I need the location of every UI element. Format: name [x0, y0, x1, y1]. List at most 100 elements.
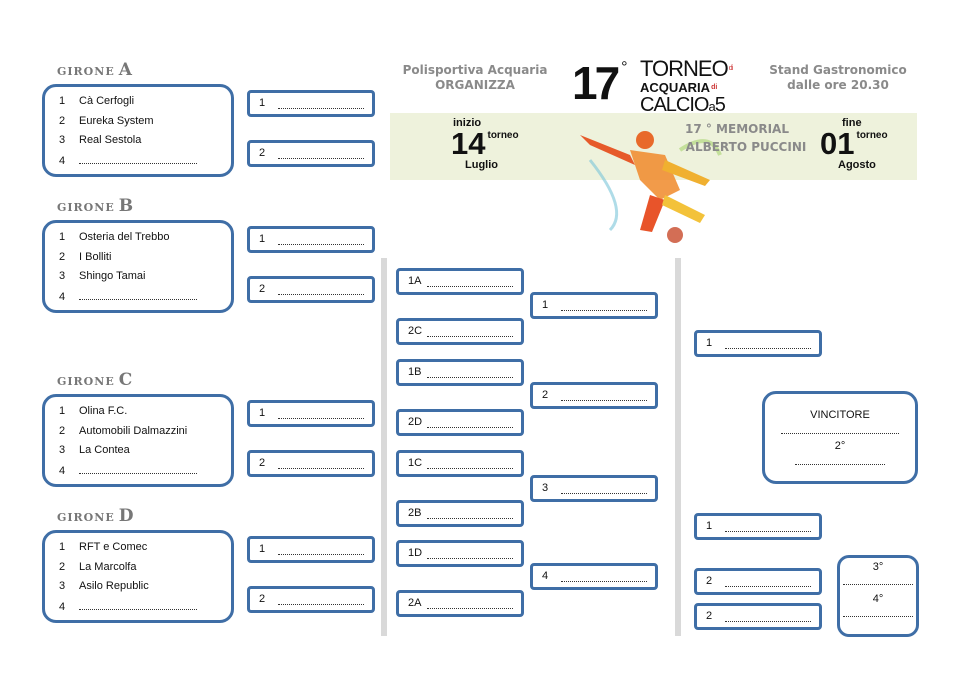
- divider-left: [381, 258, 387, 636]
- slot-label: 1: [259, 543, 266, 555]
- team-blank-field[interactable]: [79, 154, 197, 164]
- team-name: Eureka System: [79, 114, 154, 127]
- slot-blank-field[interactable]: [427, 368, 513, 378]
- slot-blank-field[interactable]: [278, 149, 364, 159]
- group-first-slot[interactable]: 1: [247, 536, 375, 563]
- slot-blank-field[interactable]: [427, 327, 513, 337]
- team-number: 3: [59, 580, 66, 592]
- quarterfinal-slot[interactable]: 2D: [396, 409, 524, 436]
- quarterfinal-slot[interactable]: 2A: [396, 590, 524, 617]
- group-second-slot[interactable]: 2: [247, 586, 375, 613]
- slot-blank-field[interactable]: [278, 99, 364, 109]
- group-first-slot[interactable]: 1: [247, 400, 375, 427]
- final-podium-box: VINCITORE 2°: [762, 391, 918, 484]
- group-label: GIRONE: [57, 65, 115, 78]
- group-letter: C: [118, 370, 134, 390]
- divider-right: [675, 258, 681, 636]
- second-field[interactable]: [795, 455, 885, 465]
- slot-blank-field[interactable]: [725, 612, 811, 622]
- team-blank-field[interactable]: [79, 600, 197, 610]
- slot-blank-field[interactable]: [427, 459, 513, 469]
- team-name: Olina F.C.: [79, 405, 128, 417]
- team-blank-field[interactable]: [79, 290, 197, 300]
- group-label: GIRONE: [57, 201, 115, 214]
- group-second-slot[interactable]: 2: [247, 140, 375, 167]
- slot-blank-field[interactable]: [427, 418, 513, 428]
- team-name: Asilo Republic: [79, 580, 149, 592]
- quarterfinal-slot[interactable]: 1D: [396, 540, 524, 567]
- slot-blank-field[interactable]: [278, 285, 364, 295]
- slot-blank-field[interactable]: [427, 509, 513, 519]
- start-torneo: torneo: [487, 130, 519, 141]
- semifinal-slot[interactable]: 4: [530, 563, 658, 590]
- semifinal-slot[interactable]: 1: [530, 292, 658, 319]
- final-slot[interactable]: 1: [694, 330, 822, 357]
- end-day: 01: [820, 126, 855, 161]
- slot-blank-field[interactable]: [427, 599, 513, 609]
- slot-blank-field[interactable]: [561, 484, 647, 494]
- slot-blank-field[interactable]: [278, 235, 364, 245]
- team-number: 4: [59, 290, 66, 303]
- slot-blank-field[interactable]: [427, 277, 513, 287]
- slot-label: 1: [706, 337, 713, 349]
- slot-label: 2A: [408, 597, 422, 609]
- edition: 17°: [572, 58, 628, 108]
- group-first-slot[interactable]: 1: [247, 90, 375, 117]
- team-name: Cà Cerfogli: [79, 95, 135, 107]
- quarterfinal-slot[interactable]: 2B: [396, 500, 524, 527]
- team-name: I Bolliti: [79, 250, 112, 263]
- team-row: 4: [59, 154, 197, 168]
- team-number: 3: [59, 134, 66, 146]
- semifinal-slot[interactable]: 2: [530, 382, 658, 409]
- slot-blank-field[interactable]: [278, 545, 364, 555]
- slot-blank-field[interactable]: [561, 572, 647, 582]
- slot-blank-field[interactable]: [427, 549, 513, 559]
- slot-blank-field[interactable]: [725, 339, 811, 349]
- slot-blank-field[interactable]: [561, 301, 647, 311]
- team-name: RFT e Comec: [79, 541, 148, 553]
- team-number: 2: [59, 114, 66, 127]
- team-row: 2 I Bolliti: [59, 251, 111, 264]
- team-name: Osteria del Trebbo: [79, 231, 170, 243]
- slot-label: 1: [259, 233, 266, 245]
- winner-field[interactable]: [781, 424, 899, 434]
- fourth-field[interactable]: [843, 607, 913, 617]
- title-5: 5: [714, 94, 726, 116]
- group-second-slot[interactable]: 2: [247, 276, 375, 303]
- slot-blank-field[interactable]: [278, 409, 364, 419]
- group-label: GIRONE: [57, 511, 115, 524]
- quarterfinal-slot[interactable]: 1C: [396, 450, 524, 477]
- slot-label: 1C: [408, 457, 423, 469]
- slot-label: 2: [259, 147, 266, 159]
- slot-blank-field[interactable]: [561, 391, 647, 401]
- final-slot[interactable]: 2: [694, 603, 822, 630]
- final-slot[interactable]: 2: [694, 568, 822, 595]
- quarterfinal-slot[interactable]: 1A: [396, 268, 524, 295]
- slot-label: 2D: [408, 416, 423, 428]
- slot-label: 2: [259, 593, 266, 605]
- third-field[interactable]: [843, 575, 913, 585]
- slot-blank-field[interactable]: [725, 577, 811, 587]
- group-second-slot[interactable]: 2: [247, 450, 375, 477]
- stand-info: Stand Gastronomico dalle ore 20.30: [765, 63, 911, 93]
- slot-blank-field[interactable]: [278, 459, 364, 469]
- team-number: 4: [59, 154, 66, 167]
- team-number: 4: [59, 464, 66, 477]
- title-torneo: TORNEO: [640, 56, 729, 81]
- group-first-slot[interactable]: 1: [247, 226, 375, 253]
- title-line-2: ACQUARIAdi: [640, 80, 732, 95]
- final-slot[interactable]: 1: [694, 513, 822, 540]
- slot-blank-field[interactable]: [278, 595, 364, 605]
- quarterfinal-slot[interactable]: 2C: [396, 318, 524, 345]
- team-row: 3 Asilo Republic: [59, 580, 149, 593]
- semifinal-slot[interactable]: 3: [530, 475, 658, 502]
- team-number: 2: [59, 250, 66, 263]
- quarterfinal-slot[interactable]: 1B: [396, 359, 524, 386]
- team-blank-field[interactable]: [79, 464, 197, 474]
- slot-blank-field[interactable]: [725, 522, 811, 532]
